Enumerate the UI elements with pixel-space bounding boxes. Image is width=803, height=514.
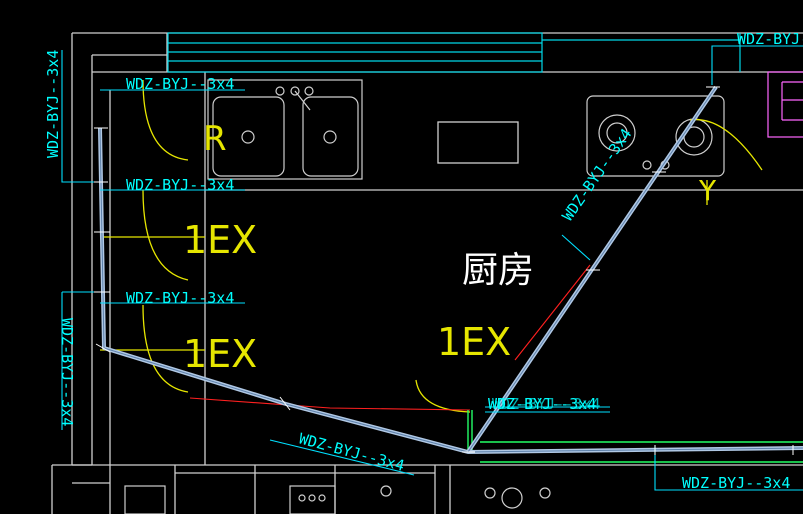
- exhaust-tag-2: 1EX: [183, 332, 257, 376]
- wire-label-center-1: WDZ-BYJ--3x4: [488, 395, 596, 413]
- exhaust-tag-1: 1EX: [183, 218, 257, 262]
- red-circuit: [189, 264, 591, 411]
- wire-label-mid-2: WDZ-BYJ--3x4: [126, 289, 234, 307]
- green-conduit: [467, 410, 803, 463]
- wire-label-mid-1: WDZ-BYJ--3x4: [126, 176, 234, 194]
- wire-label-bottom-right: WDZ-BYJ--3x4: [682, 474, 790, 492]
- exhaust-arcs: [100, 79, 763, 413]
- wire-label-left-top: WDZ-BYJ--3x4: [126, 75, 234, 93]
- wire-label-left-vertical: WDZ-BYJ--3x4: [44, 50, 62, 158]
- wire-ticks: [94, 86, 794, 455]
- double-sink: [207, 79, 363, 180]
- wire-label-center-2: WDZ-BYJ--3x4: [492, 395, 600, 413]
- sink-tag: R: [203, 119, 227, 159]
- exhaust-tag-3: 1EX: [437, 320, 511, 364]
- wire-label-diagonal-bottom: WDZ-BYJ--3x4: [297, 429, 406, 474]
- wire-label-top-right: WDZ-BYJ--3x4: [737, 30, 803, 48]
- wire-label-diagonal-stove: WDZ-BYJ--3x4: [559, 125, 636, 224]
- window-strip: [167, 32, 741, 73]
- bottom-appliances: [124, 485, 551, 514]
- room-name: 厨房: [462, 250, 534, 291]
- text-labels: 厨房 R Y 1EX 1EX 1EX WDZ-BYJ--3x4 WDZ-BYJ-…: [44, 30, 803, 492]
- wire-label-left-vertical-2: WDZ-BYJ--3x4: [58, 318, 76, 426]
- magenta-symbol: [767, 71, 803, 138]
- leader-lines: [61, 45, 803, 491]
- stove-tag: Y: [698, 174, 717, 207]
